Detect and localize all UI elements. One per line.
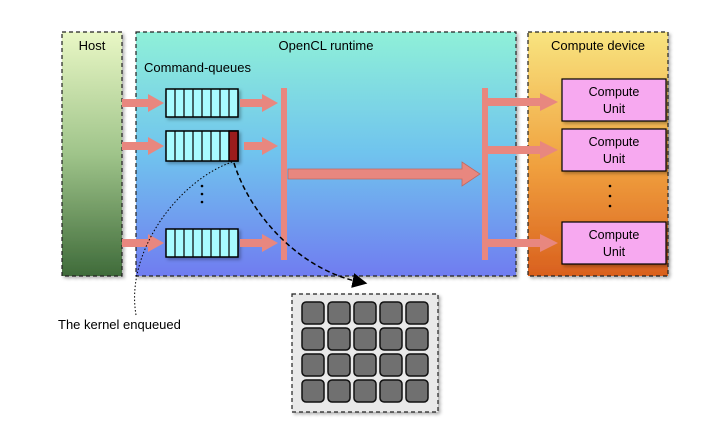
work-item-cells xyxy=(301,301,429,403)
compute-unit-3: Compute Unit xyxy=(561,221,667,265)
work-item-cell xyxy=(379,379,403,403)
device-arrows xyxy=(488,93,558,252)
work-item-cell xyxy=(327,301,351,325)
scheduler-bar-left xyxy=(281,88,287,260)
work-item-cell xyxy=(301,301,325,325)
dispatch-arrow xyxy=(287,161,481,187)
work-item-cell xyxy=(327,353,351,377)
compute-unit-3-line1: Compute xyxy=(589,228,640,242)
compute-unit-1-line1: Compute xyxy=(589,85,640,99)
queue-ellipsis xyxy=(200,184,204,204)
host-panel: Host xyxy=(61,31,123,277)
compute-unit-1: Compute Unit xyxy=(561,78,667,122)
work-item-cell xyxy=(379,353,403,377)
work-item-cell xyxy=(405,379,429,403)
compute-unit-2: Compute Unit xyxy=(561,128,667,172)
host-arrows xyxy=(122,94,164,252)
work-item-cell xyxy=(405,301,429,325)
host-arrow-2 xyxy=(122,137,164,155)
work-item-cell xyxy=(327,327,351,351)
work-item-cell xyxy=(379,301,403,325)
device-arrow-1 xyxy=(488,93,558,111)
kernel-cell xyxy=(228,130,239,162)
queue-2 xyxy=(165,130,239,162)
work-item-cell xyxy=(301,327,325,351)
kernel-enqueued-label: The kernel enqueued xyxy=(58,317,181,332)
host-arrow-1 xyxy=(122,94,164,112)
work-item-cell xyxy=(353,301,377,325)
compute-unit-1-line2: Unit xyxy=(603,102,626,116)
device-arrow-3 xyxy=(488,234,558,252)
device-title: Compute device xyxy=(551,38,645,53)
host-arrow-3 xyxy=(122,234,164,252)
work-item-cell xyxy=(301,353,325,377)
scheduler-bar-right xyxy=(482,88,488,260)
queue-arrow-1 xyxy=(240,94,278,112)
device-arrow-2 xyxy=(488,141,558,159)
work-item-cell xyxy=(327,379,351,403)
annotation-pointer xyxy=(134,161,233,316)
work-item-cell xyxy=(379,327,403,351)
kernel-expand-curve xyxy=(233,162,368,288)
compute-unit-2-line2: Unit xyxy=(603,152,626,166)
work-item-cell xyxy=(353,379,377,403)
command-queues-label: Command-queues xyxy=(144,60,251,75)
queue-1 xyxy=(165,88,239,118)
work-item-cell xyxy=(301,379,325,403)
compute-unit-3-line2: Unit xyxy=(603,245,626,259)
compute-unit-2-line1: Compute xyxy=(589,135,640,149)
host-title: Host xyxy=(79,38,106,53)
work-item-cell xyxy=(405,327,429,351)
queue-3 xyxy=(165,228,239,258)
queue-arrows xyxy=(240,94,278,252)
queue-arrow-3 xyxy=(240,234,278,252)
work-item-cell xyxy=(353,327,377,351)
work-item-cell xyxy=(353,353,377,377)
queue-arrow-2 xyxy=(244,137,278,155)
work-item-grid xyxy=(291,293,439,413)
runtime-title: OpenCL runtime xyxy=(279,38,374,53)
compute-unit-ellipsis xyxy=(608,184,612,208)
work-item-cell xyxy=(405,353,429,377)
